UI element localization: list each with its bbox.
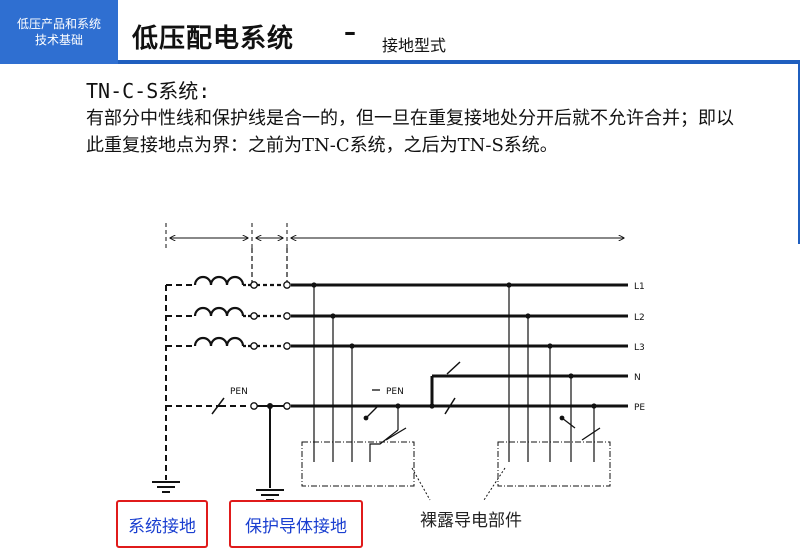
equipment-enclosure-2 [497, 441, 611, 487]
slide-header: 低压配电系统 – 接地型式 [118, 0, 800, 64]
coil-l3 [193, 336, 245, 347]
system-ground-label: 系统接地 [116, 500, 208, 548]
label-l2: L2 [634, 313, 645, 323]
slide-subtitle: 接地型式 [382, 36, 447, 55]
slide-title: 低压配电系统 [132, 24, 295, 54]
description-block: TN-C-S系统: 有部分中性线和保护线是合一的，但一旦在重复接地处分开后就不允… [86, 78, 746, 159]
system-heading: TN-C-S系统: [86, 79, 211, 103]
label-pen-source: PEN [230, 387, 248, 397]
equipment-enclosure-1 [301, 441, 415, 487]
label-l3: L3 [634, 343, 645, 353]
protective-ground-text: 保护导体接地 [245, 516, 347, 537]
coil-l2 [193, 306, 245, 317]
badge-line-2: 技术基础 [34, 33, 83, 47]
protective-ground-icon [256, 489, 284, 501]
protective-ground-label: 保护导体接地 [229, 500, 363, 548]
system-ground-text: 系统接地 [128, 516, 196, 537]
label-pen-load: PEN [386, 387, 404, 397]
label-pe: PE [634, 403, 645, 413]
coil-l1 [193, 275, 245, 286]
label-l1: L1 [634, 282, 645, 292]
title-dash: – [344, 18, 356, 46]
system-description: 有部分中性线和保护线是合一的，但一旦在重复接地处分开后就不允许合并；即以此重复接… [86, 108, 734, 156]
system-ground-icon [152, 481, 180, 493]
exposed-parts-label: 裸露导电部件 [420, 511, 522, 531]
extent-arrows [165, 223, 624, 248]
label-n: N [634, 373, 641, 383]
course-badge: 低压产品和系统 技术基础 [0, 0, 118, 64]
right-rule [798, 64, 800, 244]
badge-line-1: 低压产品和系统 [16, 17, 101, 31]
